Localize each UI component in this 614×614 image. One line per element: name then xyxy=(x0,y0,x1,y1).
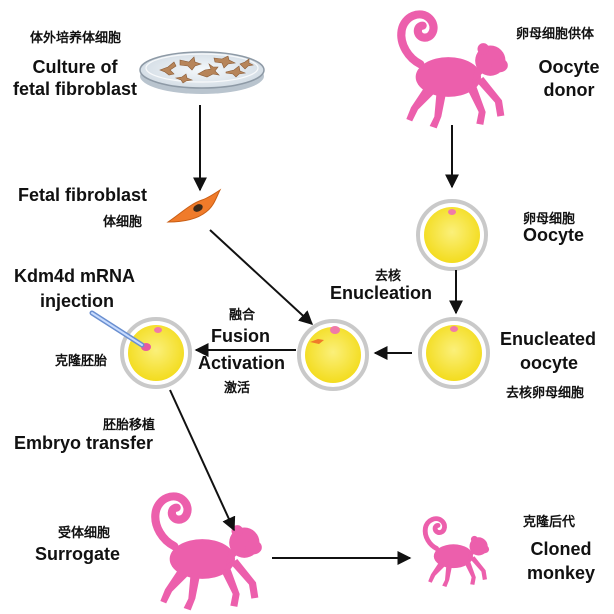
arrow-embryo-to-surrogate xyxy=(169,389,236,532)
culture-label-cn: 体外培养体细胞 xyxy=(30,31,122,46)
oocyte-label-en: Oocyte xyxy=(523,225,585,245)
clone-embryo-label-cn: 克隆胚胎 xyxy=(55,354,108,369)
enucleated-label-en-1: Enucleated xyxy=(500,329,597,349)
surrogate-label-cn: 受体细胞 xyxy=(58,526,111,541)
oocyte-donor-monkey-icon xyxy=(401,14,508,128)
fibroblast-cell-icon xyxy=(166,188,222,223)
fusion-label-en: Fusion xyxy=(211,326,270,346)
embryo-transfer-label-cn: 胚胎移植 xyxy=(103,418,156,433)
cloned-label-cn: 克隆后代 xyxy=(523,515,576,530)
surrogate-label-en: Surrogate xyxy=(35,544,121,564)
cloned-monkey-icon xyxy=(425,519,489,587)
fused-oocyte-icon xyxy=(297,319,369,391)
oocyte-label-cn: 卵母细胞 xyxy=(523,212,576,227)
activation-label-cn: 激活 xyxy=(224,381,251,396)
enucleated-label-en-2: oocyte xyxy=(520,353,579,373)
embryo-transfer-label-en: Embryo transfer xyxy=(14,433,154,453)
cloned-label-en-2: monkey xyxy=(526,563,596,583)
fusion-label-cn: 融合 xyxy=(229,308,256,323)
enucleation-label-cn: 去核 xyxy=(375,269,402,284)
arrow-fibroblast-to-fusion xyxy=(209,229,314,325)
fetal-fibroblast-label-en: Fetal fibroblast xyxy=(18,185,148,205)
surrogate-monkey-icon xyxy=(155,496,262,610)
oocyte-cell-icon xyxy=(416,199,488,271)
culture-label-en-2: fetal fibroblast xyxy=(12,79,138,99)
petri-dish-icon xyxy=(139,51,265,94)
kdm4d-label-line-1: Kdm4d mRNA xyxy=(14,266,136,286)
activation-label-en: Activation xyxy=(198,353,286,373)
enucleated-oocyte-icon xyxy=(418,317,490,389)
culture-label-en-1: Culture of xyxy=(32,57,118,77)
enucleation-label-en: Enucleation xyxy=(330,283,433,303)
injection-needle-icon xyxy=(89,310,145,348)
fetal-fibroblast-label-cn: 体细胞 xyxy=(103,215,143,230)
donor-label-en-1: Oocyte xyxy=(538,57,600,77)
kdm4d-label-line-2: injection xyxy=(40,291,115,311)
clone-embryo-icon xyxy=(120,317,192,389)
enucleated-label-cn: 去核卵母细胞 xyxy=(506,386,585,401)
donor-label-cn: 卵母细胞供体 xyxy=(516,27,595,42)
cloned-label-en-1: Cloned xyxy=(530,539,592,559)
donor-label-en-2: donor xyxy=(543,80,595,100)
